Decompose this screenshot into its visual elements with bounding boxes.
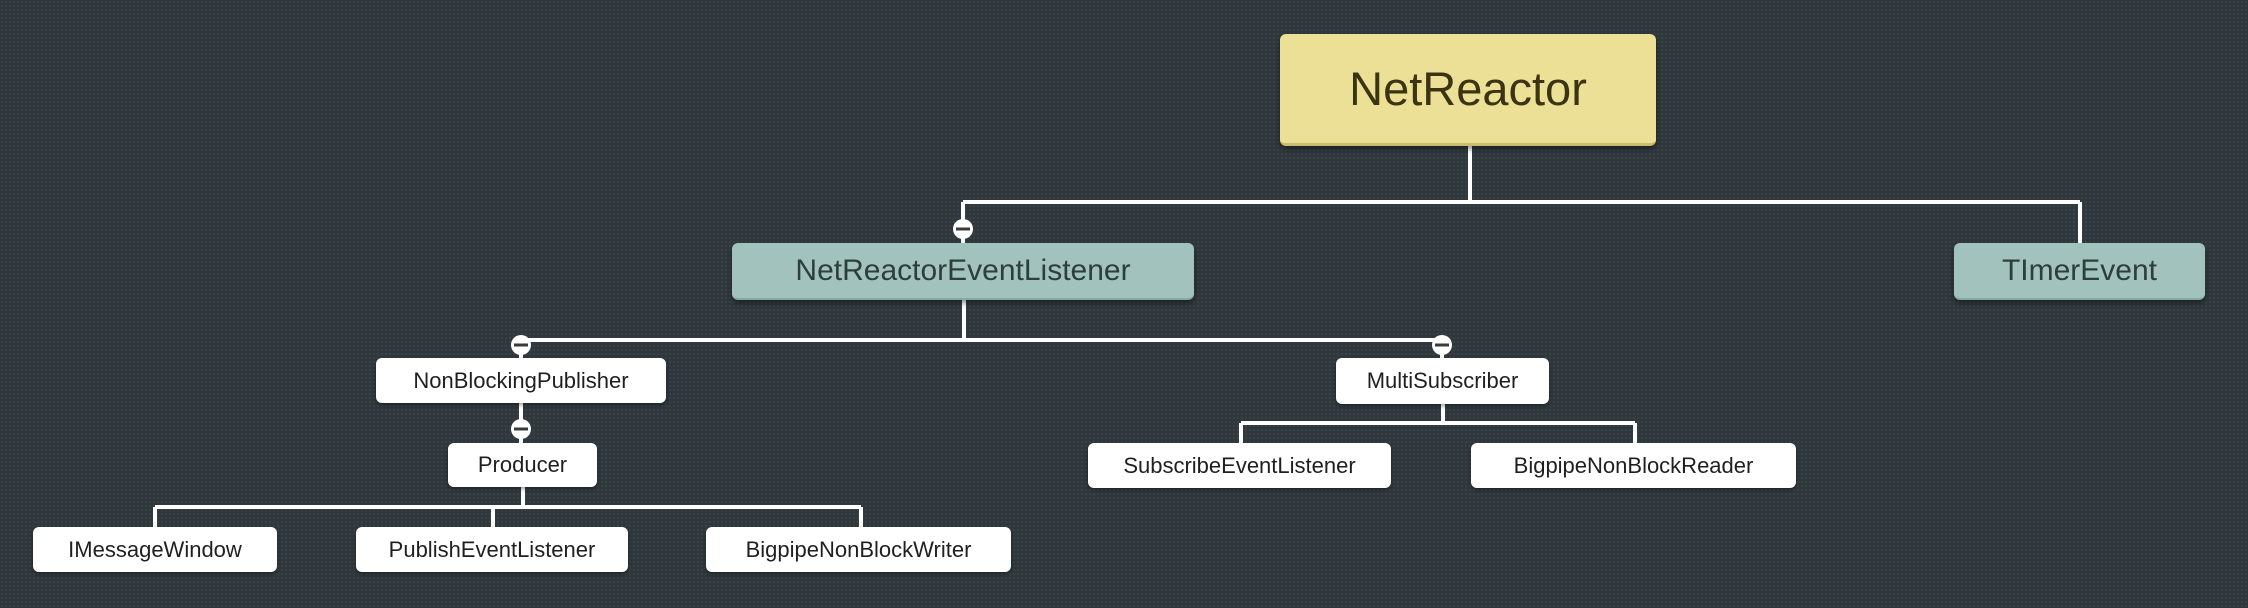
node-imessage-window[interactable]: IMessageWindow xyxy=(33,527,277,572)
node-non-blocking-publisher[interactable]: NonBlockingPublisher xyxy=(376,358,666,403)
node-label: BigpipeNonBlockReader xyxy=(1513,452,1754,478)
node-label: NonBlockingPublisher xyxy=(413,367,629,393)
node-net-reactor[interactable]: NetReactor xyxy=(1280,34,1656,146)
minus-circle-icon[interactable] xyxy=(511,335,531,355)
minus-circle-icon[interactable] xyxy=(1432,335,1452,355)
node-label: NetReactorEventListener xyxy=(795,253,1131,287)
node-subscribe-event-listener[interactable]: SubscribeEventListener xyxy=(1088,443,1391,488)
node-label: TImerEvent xyxy=(2001,253,2158,287)
node-net-reactor-event-listener[interactable]: NetReactorEventListener xyxy=(732,243,1194,300)
node-producer[interactable]: Producer xyxy=(448,443,597,487)
node-label: IMessageWindow xyxy=(68,536,242,562)
node-publish-event-listener[interactable]: PublishEventListener xyxy=(356,527,628,572)
node-label: MultiSubscriber xyxy=(1366,368,1519,393)
collapse-markers xyxy=(511,219,1452,439)
connector-subscriber xyxy=(1239,404,1637,443)
node-bigpipe-non-block-writer[interactable]: BigpipeNonBlockWriter xyxy=(706,527,1011,572)
connector-root xyxy=(961,146,2082,243)
node-bigpipe-non-block-reader[interactable]: BigpipeNonBlockReader xyxy=(1471,443,1796,488)
connector-producer xyxy=(153,487,863,527)
node-timer-event[interactable]: TImerEvent xyxy=(1954,243,2205,300)
minus-circle-icon[interactable] xyxy=(511,419,531,439)
connector-event-listener xyxy=(519,300,1444,358)
node-multi-subscriber[interactable]: MultiSubscriber xyxy=(1336,358,1549,404)
node-label: SubscribeEventListener xyxy=(1123,452,1356,478)
node-label: NetReactor xyxy=(1349,62,1587,115)
node-label: BigpipeNonBlockWriter xyxy=(745,536,972,562)
minus-circle-icon[interactable] xyxy=(953,219,973,239)
node-label: PublishEventListener xyxy=(388,536,596,562)
node-label: Producer xyxy=(477,452,568,477)
